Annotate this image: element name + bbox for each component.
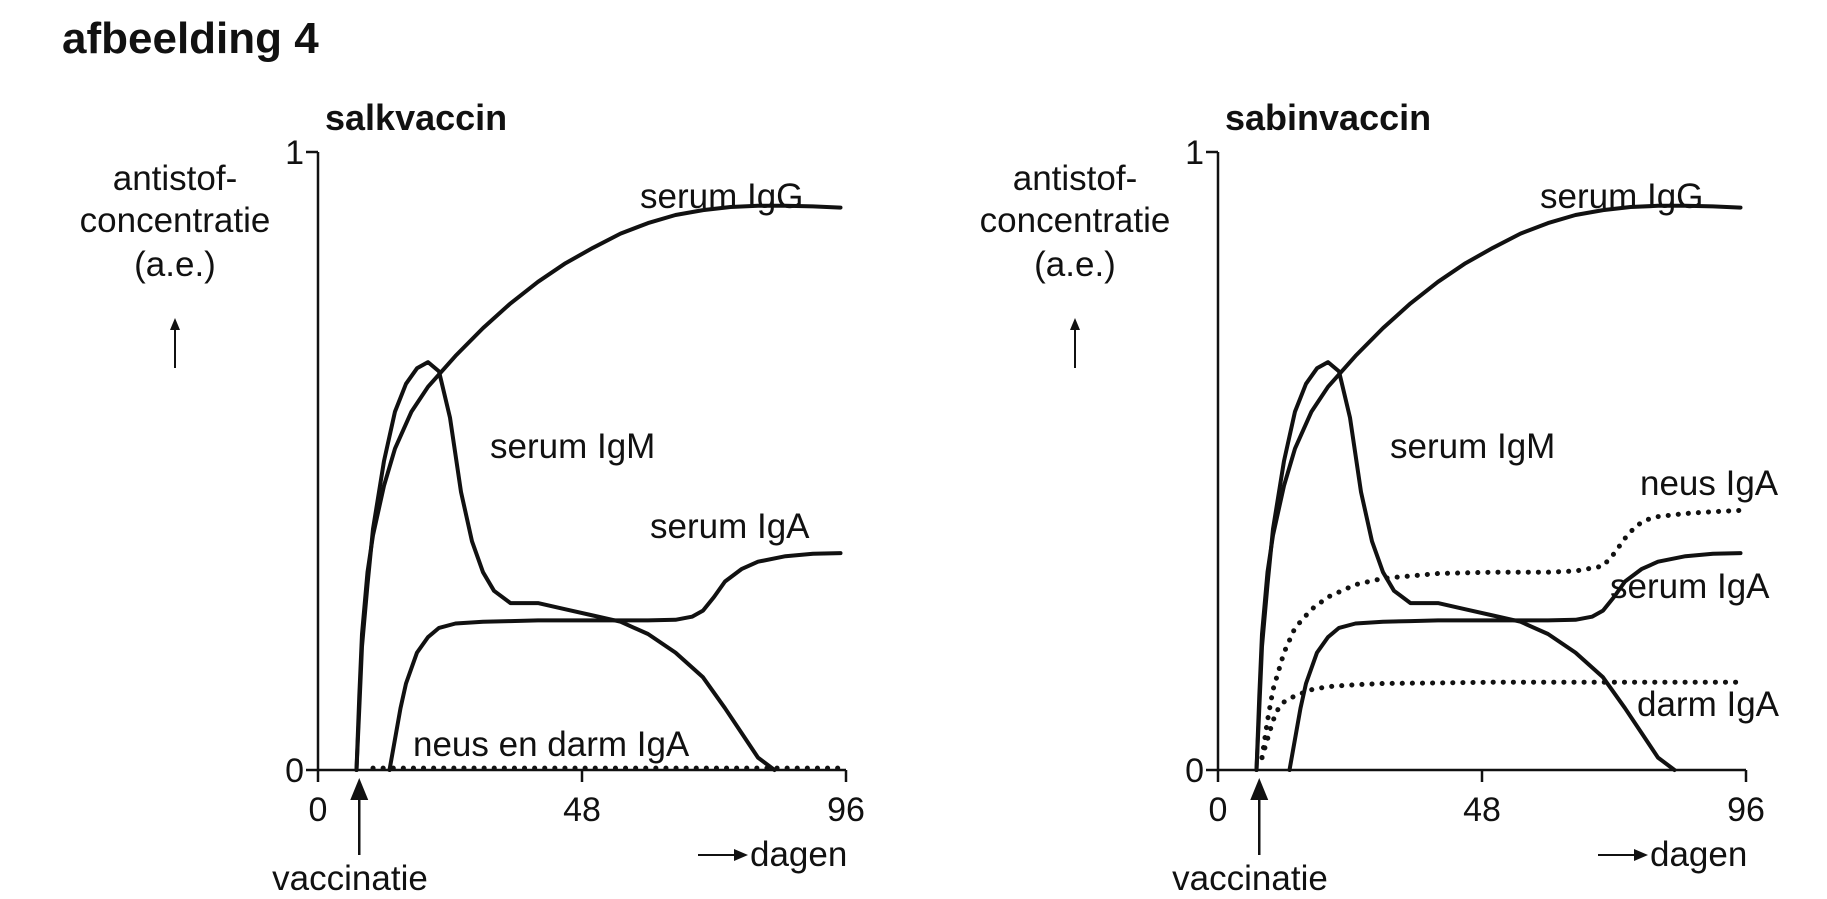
y-tick-label: 0 — [1185, 752, 1204, 790]
x-tick-label: 48 — [1463, 791, 1501, 829]
vaccination-label: vaccinatie — [272, 859, 428, 898]
chart-title: sabinvaccin — [1225, 97, 1431, 138]
x-tick-label: 96 — [1727, 791, 1765, 829]
vaccination-arrowhead — [350, 778, 369, 800]
series-label: darm IgA — [1637, 685, 1780, 724]
series-label: serum IgG — [640, 177, 803, 216]
x-tick-label: 0 — [309, 791, 328, 829]
chart-salkvaccin: salkvaccin antistof-concentratie (a.e.) 0 1 0… — [80, 97, 865, 898]
series-line-serum-igm — [354, 360, 777, 772]
series-line-serum-iga — [387, 551, 843, 772]
x-tick-label: 48 — [563, 791, 601, 829]
series-label: serum IgM — [1390, 427, 1555, 466]
y-axis-label: (a.e.) — [134, 245, 216, 284]
x-axis-label-arrowhead — [1634, 849, 1648, 861]
series-label: serum IgM — [490, 427, 655, 466]
y-tick-label: 1 — [285, 134, 304, 172]
y-axis-label-arrowhead — [170, 318, 180, 330]
series-line-serum-iga — [1287, 551, 1743, 772]
chart-title: salkvaccin — [325, 97, 507, 138]
y-axis-label: concentratie — [80, 201, 271, 240]
x-axis-label: dagen — [1650, 835, 1747, 874]
series-label: serum IgA — [1610, 567, 1770, 606]
y-tick-label: 1 — [1185, 134, 1204, 172]
series-label: serum IgA — [650, 507, 810, 546]
y-tick-label: 0 — [285, 752, 304, 790]
y-axis-label-arrowhead — [1070, 318, 1080, 330]
x-axis-label: dagen — [750, 835, 847, 874]
series-line-serum-igm — [1254, 360, 1677, 772]
y-axis-label: (a.e.) — [1034, 245, 1116, 284]
series-label: neus IgA — [1640, 464, 1779, 503]
x-tick-label: 0 — [1209, 791, 1228, 829]
series-line-neus-iga — [1259, 507, 1743, 761]
series-label: neus en darm IgA — [413, 725, 690, 764]
y-axis-label: antistof- — [113, 159, 238, 198]
chart-sabinvaccin: sabinvaccin antistof-concentratie (a.e.) 0 1… — [980, 97, 1780, 898]
x-axis-label-arrowhead — [734, 849, 748, 861]
y-axis-label: concentratie — [980, 201, 1171, 240]
x-tick-label: 96 — [827, 791, 865, 829]
y-axis-label: antistof- — [1013, 159, 1138, 198]
vaccination-arrowhead — [1250, 778, 1269, 800]
series-label: serum IgG — [1540, 177, 1703, 216]
figure-title: afbeelding 4 — [62, 14, 319, 63]
series-line-serum-igg — [354, 203, 843, 772]
vaccination-label: vaccinatie — [1172, 859, 1328, 898]
